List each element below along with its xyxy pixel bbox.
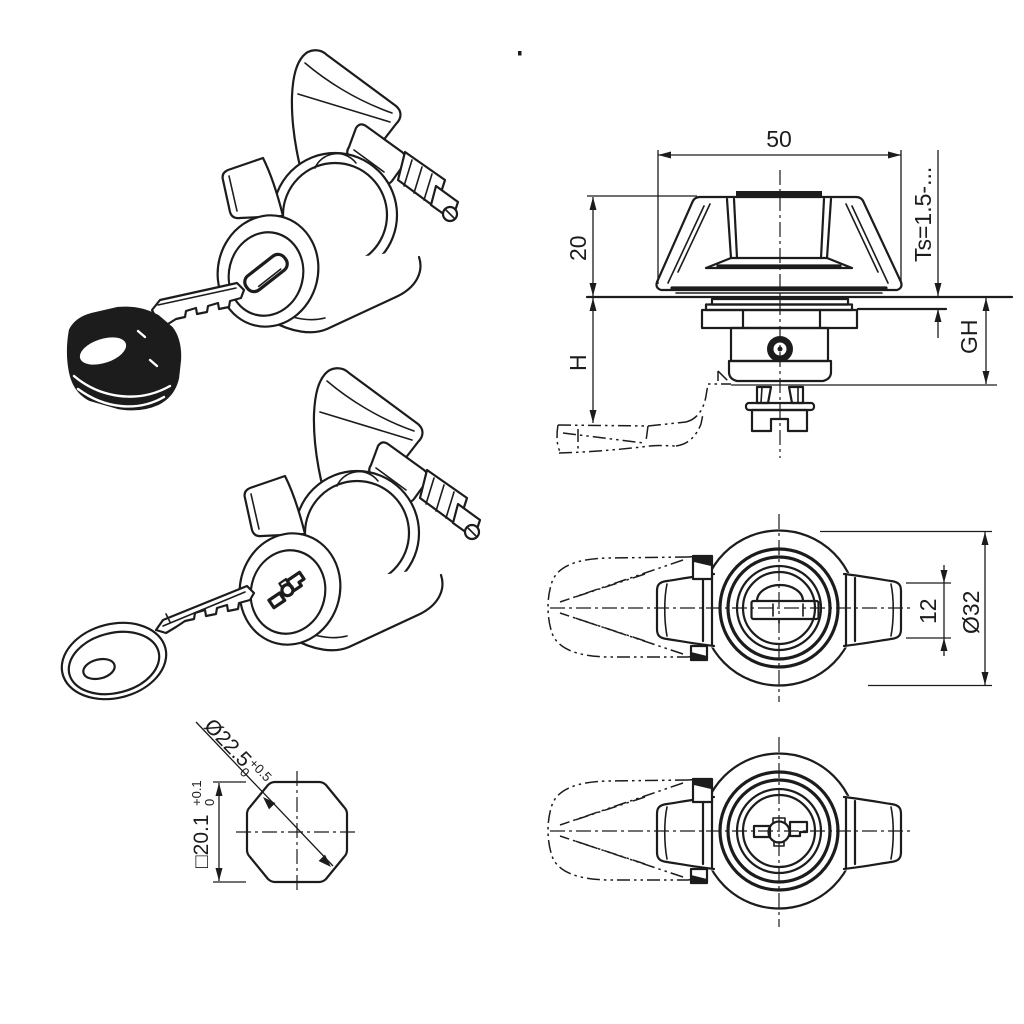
top-view-double-bit [546, 737, 912, 927]
phantom-cam-lever [556, 370, 731, 454]
dim-label-ts: Ts=1.5-... [910, 167, 936, 262]
front-elevation-view: 50 20 H Ts=1.5-... GH [556, 126, 1014, 458]
key-bow-hole [82, 657, 116, 681]
dimension-knob-height-20: 20 [565, 195, 697, 296]
key-head-hole [79, 337, 127, 365]
dimension-width-50: 50 [657, 126, 902, 284]
dim-label-d32: Ø32 [958, 591, 984, 634]
dim-label-sq201: □20.1 [190, 814, 213, 868]
dim-label-20: 20 [565, 235, 591, 261]
dim-label-d225: Ø22.5 [199, 714, 255, 771]
dim-label-h: H [565, 354, 591, 371]
lock-body-iso-1 [204, 49, 460, 339]
dim-label-sq201-tol-upper: +0.1 [189, 780, 204, 806]
knob-top-insert [736, 191, 822, 197]
dimension-grip-height-gh: GH [731, 298, 997, 386]
dimension-cutout-square: □20.1 +0.1 0 [189, 780, 246, 883]
dimension-height-h: H [565, 298, 597, 423]
top-view-slot-drive: 12 Ø32 [546, 514, 992, 702]
lock-body-iso-2 [226, 367, 482, 657]
dimension-wing-width-12: 12 [906, 565, 951, 656]
iso-view-lock-with-plastic-key [66, 49, 460, 411]
slot-keyway-iso-1 [243, 252, 289, 294]
key-plastic-head [66, 281, 246, 411]
slot-keyway-top-a [750, 583, 820, 624]
dim-label-50: 50 [766, 126, 792, 152]
dimension-panel-thickness-ts: Ts=1.5-... [910, 150, 942, 338]
key-head-black [68, 307, 181, 410]
dim-label-gh: GH [956, 320, 982, 355]
page-dot-mark [518, 51, 522, 56]
cutout-octagon [245, 780, 349, 884]
dim-label-sq201-tol-lower: 0 [202, 799, 217, 806]
key-bow [60, 621, 168, 701]
wing-knob-front [655, 191, 903, 294]
dim-label-12: 12 [915, 598, 941, 624]
rear-nut [750, 408, 809, 433]
double-bit-keyway-iso-2 [267, 570, 306, 610]
key-metal [60, 584, 256, 701]
iso-view-lock-with-metal-key [60, 367, 482, 701]
dimension-diameter-32: Ø32 [820, 530, 992, 687]
double-bit-keyway-top-b [752, 817, 809, 847]
panel-cutout-view: Ø22.5 +0.5 0 □20.1 +0.1 0 [189, 714, 358, 893]
